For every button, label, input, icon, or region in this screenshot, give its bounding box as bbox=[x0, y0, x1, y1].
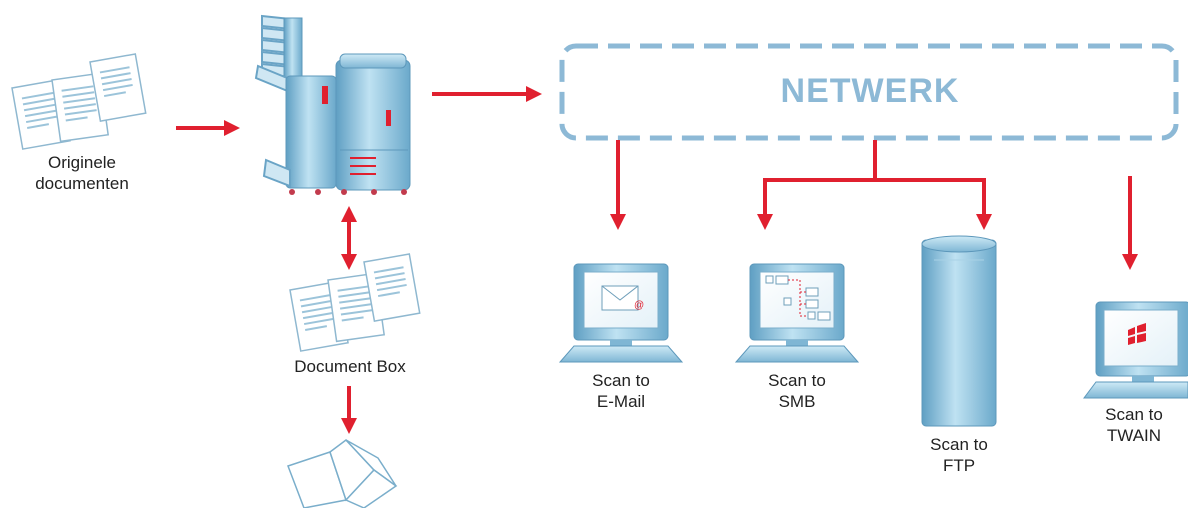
printer-icon bbox=[254, 14, 411, 195]
destination-twain-label: Scan to TWAIN bbox=[1082, 404, 1186, 446]
destination-label-line1: Scan to bbox=[592, 371, 650, 390]
original-documents-icon bbox=[11, 53, 147, 150]
source-label-line2: documenten bbox=[35, 174, 129, 193]
folded-pages-icon bbox=[287, 438, 398, 508]
network-box bbox=[559, 43, 1179, 141]
smb-computer-icon bbox=[734, 263, 860, 363]
destination-label-line1: Scan to bbox=[930, 435, 988, 454]
destination-label-line2: TWAIN bbox=[1106, 426, 1162, 445]
twain-computer-icon bbox=[1083, 301, 1188, 399]
destination-ftp-label: Scan to FTP bbox=[904, 434, 1014, 476]
document-box-icon bbox=[289, 253, 421, 352]
ftp-server-icon bbox=[921, 235, 997, 427]
destination-label-line2: E-Mail bbox=[596, 392, 646, 411]
source-label: Originele documenten bbox=[4, 152, 160, 194]
destination-label-line1: Scan to bbox=[1105, 405, 1163, 424]
email-computer-icon: @ bbox=[558, 263, 684, 363]
arrow-network-to-smb-ftp bbox=[757, 140, 877, 230]
destination-smb-label: Scan to SMB bbox=[742, 370, 852, 412]
svg-text:@: @ bbox=[634, 300, 644, 311]
windows-logo-icon bbox=[1128, 323, 1146, 345]
destination-label-line2: SMB bbox=[778, 392, 816, 411]
flow-arrows bbox=[176, 86, 1138, 434]
destination-email-label: Scan to E-Mail bbox=[566, 370, 676, 412]
network-title: NETWERK bbox=[780, 72, 960, 110]
source-label-line1: Originele bbox=[47, 153, 117, 172]
destination-label-line1: Scan to bbox=[768, 371, 826, 390]
destination-label-line2: FTP bbox=[942, 456, 976, 475]
document-box-label: Document Box bbox=[294, 357, 406, 376]
